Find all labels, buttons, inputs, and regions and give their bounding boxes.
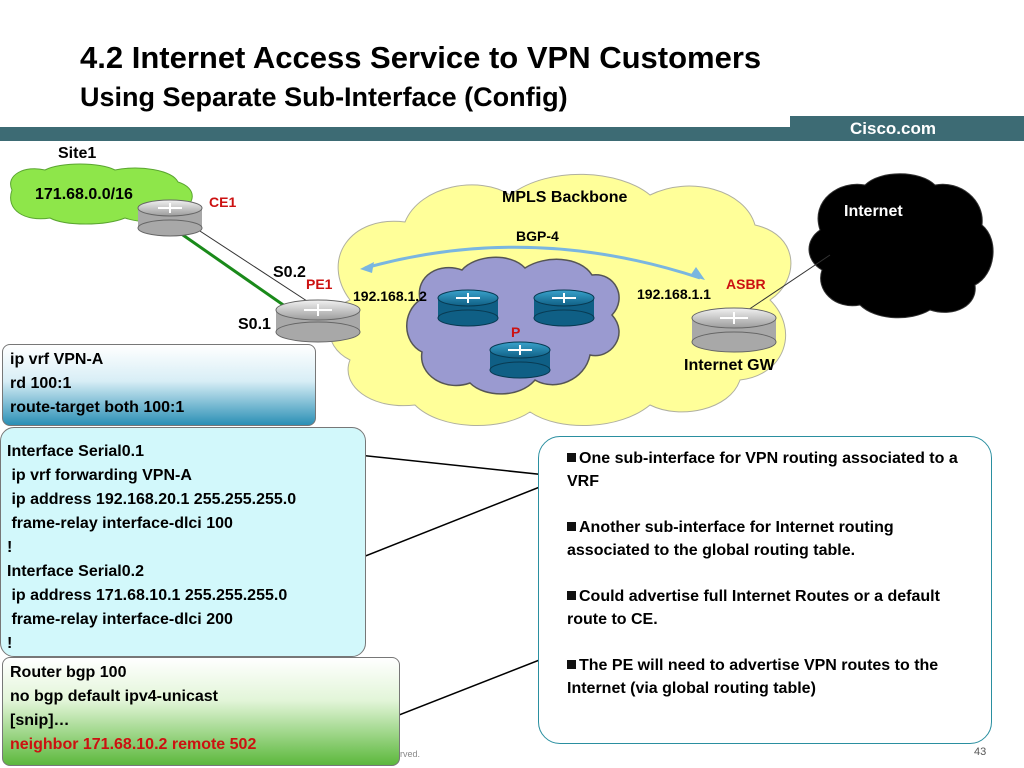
pe1-label: PE1 [306,276,333,292]
slide-title-line2: Using Separate Sub-Interface (Config) [80,82,568,112]
ce1-label: CE1 [209,194,237,210]
internet-cloud [808,173,994,319]
bgp-neighbor-line: neighbor 171.68.10.2 remote 502 [10,736,257,753]
pe1-router-icon [275,299,361,343]
asbr-label: ASBR [726,276,766,292]
ce1-router-icon [137,199,203,237]
brand-label: Cisco.com [850,119,936,138]
interface-config-line: ip address 192.168.20.1 255.255.255.0 [7,491,297,508]
p-label: P [511,324,521,340]
p-router-icon-right [533,289,595,327]
vrf-config-box: ip vrf VPN-A rd 100:1 route-target both … [2,344,316,426]
bgp-session-arrow [364,245,701,280]
asbr-internet-link [744,254,831,313]
interface-config-line: ! [7,539,13,556]
interface-config-line: frame-relay interface-dlci 100 [7,515,233,532]
vrf-config-line: ip vrf VPN-A [10,351,104,368]
interface-config-line: ip vrf forwarding VPN-A [7,467,192,484]
internet-gw-label: Internet GW [684,357,775,374]
pe-ip-label: 192.168.1.2 [353,288,427,304]
vrf-config-line: rd 100:1 [10,375,72,392]
footer-text: rved. [400,749,421,759]
s02-label: S0.2 [273,264,306,281]
bgp-config-line: [snip]… [10,712,70,729]
page-number: 43 [974,746,987,758]
interface-config-line: Interface Serial0.1 [7,443,144,460]
note-item: Could advertise full Internet Routes or … [567,585,979,631]
s01-label: S0.1 [238,316,271,333]
site-network-label: 171.68.0.0/16 [35,186,133,203]
bgp-arrowhead-left [360,262,374,273]
brand-tab [790,116,1024,141]
p-router-icon-bottom [489,341,551,379]
interface-config-line: ip address 171.68.10.1 255.255.255.0 [7,587,288,604]
header-bar [0,127,1024,141]
bgp-config-box: Router bgp 100 no bgp default ipv4-unica… [2,657,400,766]
interface-config-line: frame-relay interface-dlci 200 [7,611,233,628]
asbr-ip-label: 192.168.1.1 [637,286,711,302]
note-item: The PE will need to advertise VPN routes… [567,654,979,700]
bgp-config-line: Router bgp 100 [10,664,127,681]
site1-label: Site1 [58,145,97,162]
ce-pe-green-link [169,224,303,320]
note-item: One sub-interface for VPN routing associ… [567,447,979,493]
slide-title-line1: 4.2 Internet Access Service to VPN Custo… [80,40,762,75]
notes-box: One sub-interface for VPN routing associ… [538,436,992,744]
asbr-router-icon [691,307,777,353]
interface-config-line: Interface Serial0.2 [7,563,144,580]
mpls-backbone-label: MPLS Backbone [502,189,628,206]
bgp-label: BGP-4 [516,228,559,244]
annotation-arrow-serial02 [329,476,566,571]
interface-config-box: Interface Serial0.1 ip vrf forwarding VP… [0,427,366,657]
bgp-arrowhead-right [690,267,705,280]
annotation-arrow-subinterfaces [329,451,566,478]
internet-label: Internet [844,203,903,220]
ce-pe-thin-link [179,217,311,304]
vrf-config-line: route-target both 100:1 [10,399,185,416]
note-item: Another sub-interface for Internet routi… [567,516,979,562]
interface-config-line: ! [7,635,13,652]
bgp-config-line: no bgp default ipv4-unicast [10,688,219,705]
p-router-icon-left [437,289,499,327]
